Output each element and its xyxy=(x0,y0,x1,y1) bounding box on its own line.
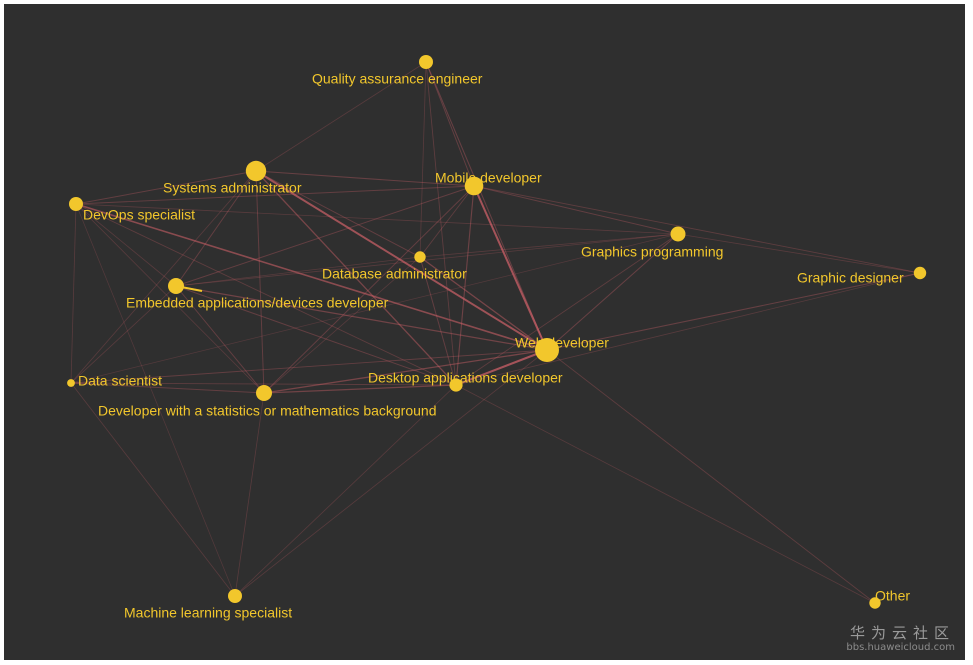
edge-sysadmin-web xyxy=(255,170,548,351)
edge-dba-embedded xyxy=(175,256,421,287)
node-label-datasci: Data scientist xyxy=(78,373,162,389)
node-desktop[interactable] xyxy=(449,378,463,392)
edge-ml-desktop xyxy=(234,384,457,597)
edge-sysadmin-devops xyxy=(75,170,257,205)
edge-devops-embedded xyxy=(75,203,177,287)
edge-designer-desktop xyxy=(455,272,921,386)
edge-embedded-desktop xyxy=(175,285,457,386)
node-label-web: Web developer xyxy=(515,335,609,351)
edge-devops-datasci xyxy=(70,203,77,384)
node-other[interactable] xyxy=(869,597,881,609)
edge-devops-ml xyxy=(75,203,236,597)
node-dba[interactable] xyxy=(414,251,426,263)
edge-stats-ml xyxy=(234,392,265,597)
node-graphics[interactable] xyxy=(670,226,686,242)
edge-sysadmin-datasci xyxy=(70,170,257,384)
edge-devops-graphics xyxy=(75,203,679,235)
edge-sysadmin-desktop xyxy=(255,170,457,386)
node-label-mobile: Mobile developer xyxy=(435,170,542,186)
node-label-desktop: Desktop applications developer xyxy=(368,370,563,386)
edge-stats-web xyxy=(263,349,548,394)
edge-devops-web xyxy=(75,203,548,351)
watermark-text: 华为云社区 xyxy=(849,624,955,642)
edges-layer xyxy=(70,61,921,604)
edge-graphics-web xyxy=(546,233,679,351)
edge-graphics-designer xyxy=(677,233,921,274)
node-datasci[interactable] xyxy=(67,379,75,387)
node-label-ml: Machine learning specialist xyxy=(124,605,292,621)
edge-sysadmin-stats xyxy=(255,170,265,394)
node-sysadmin[interactable] xyxy=(245,160,267,182)
edge-designer-web xyxy=(546,272,921,351)
edge-embedded-datasci xyxy=(70,285,177,384)
edge-datasci-desktop xyxy=(70,382,457,386)
node-label-graphics: Graphics programming xyxy=(581,244,723,260)
watermark: 华为云社区 bbs.huaweicloud.com xyxy=(846,625,955,654)
node-label-qa: Quality assurance engineer xyxy=(312,71,483,87)
node-label-devops: DevOps specialist xyxy=(83,207,195,223)
edge-sysadmin-mobile xyxy=(255,170,475,187)
node-label-dba: Database administrator xyxy=(322,266,467,282)
node-mobile[interactable] xyxy=(464,176,484,196)
edge-dba-web xyxy=(419,256,548,351)
edge-dba-desktop xyxy=(419,256,457,386)
node-devops[interactable] xyxy=(69,197,83,211)
edge-mobile-web xyxy=(473,185,548,351)
node-stats[interactable] xyxy=(256,385,272,401)
nodes-layer xyxy=(67,55,927,609)
edge-devops-desktop xyxy=(75,203,457,386)
edge-graphics-embedded xyxy=(175,233,679,287)
node-designer[interactable] xyxy=(913,266,927,280)
edge-dba-graphics xyxy=(419,233,679,258)
edge-qa-mobile xyxy=(425,61,475,187)
edge-qa-sysadmin xyxy=(255,61,427,172)
edge-devops-stats xyxy=(75,203,265,394)
edge-mobile-desktop xyxy=(455,185,475,386)
edge-sysadmin-embedded xyxy=(175,170,257,287)
edge-stats-desktop xyxy=(263,384,457,394)
node-web[interactable] xyxy=(535,338,559,362)
edge-embedded-web xyxy=(175,285,548,351)
node-qa[interactable] xyxy=(419,55,433,69)
edge-sysadmin-dba xyxy=(255,170,421,258)
node-ml[interactable] xyxy=(228,589,242,603)
edge-embedded-stats xyxy=(175,285,265,394)
node-label-designer: Graphic designer xyxy=(797,270,904,286)
edge-qa-desktop xyxy=(425,61,457,386)
edge-qa-dba xyxy=(419,61,427,258)
node-label-embedded: Embedded applications/devices developer xyxy=(126,295,389,311)
watermark-url: bbs.huaweicloud.com xyxy=(846,642,955,653)
edge-qa-web xyxy=(425,61,548,351)
edge-other-web xyxy=(546,349,876,604)
edge-datasci-web xyxy=(70,349,548,384)
node-embedded[interactable] xyxy=(168,278,184,294)
edge-mobile-graphics xyxy=(473,185,679,235)
edge-dba-stats xyxy=(263,256,421,394)
edge-graphics-desktop xyxy=(455,233,679,386)
edge-mobile-embedded xyxy=(175,185,475,287)
edge-mobile-stats xyxy=(263,185,475,394)
node-label-stats: Developer with a statistics or mathemati… xyxy=(98,403,436,419)
edge-desktop-web xyxy=(455,349,548,386)
edge-devops-mobile xyxy=(75,185,475,205)
edge-graphics-datasci xyxy=(70,233,679,384)
node-label-other: Other xyxy=(875,588,910,604)
edge-mobile-dba xyxy=(419,185,475,258)
edge-ml-web xyxy=(234,349,548,597)
edge-mobile-designer xyxy=(473,185,921,274)
edge-datasci-ml xyxy=(70,382,236,597)
edge-datasci-stats xyxy=(70,382,265,394)
node-label-sysadmin: Systems administrator xyxy=(163,180,302,196)
edge-other-desktop xyxy=(455,384,876,604)
